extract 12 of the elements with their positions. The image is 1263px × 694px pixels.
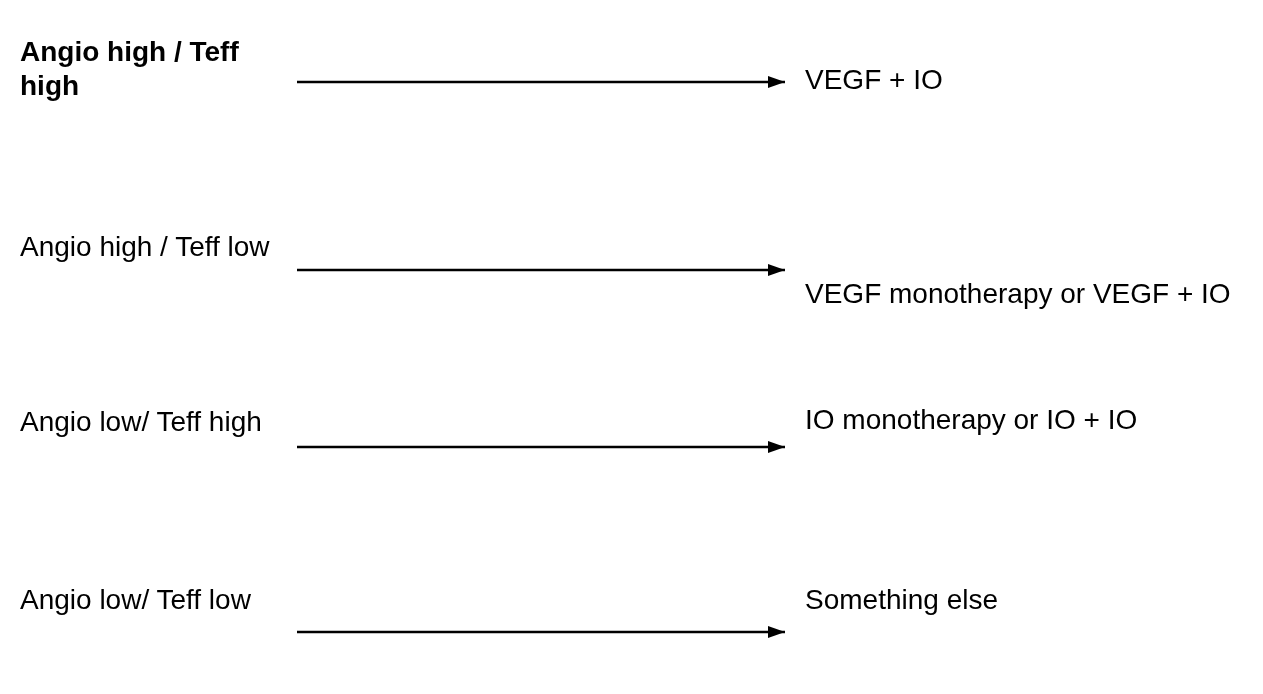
therapy-label: VEGF + IO [805, 63, 944, 97]
therapy-label: VEGF monotherapy or VEGF + IO [805, 277, 1232, 311]
arrow [297, 75, 785, 89]
group-label: Angio low/ Teff low [20, 583, 252, 617]
therapy-label: IO monotherapy or IO + IO [805, 403, 1139, 437]
group-label: Angio high / Teff high [20, 35, 240, 103]
arrow [297, 625, 785, 639]
group-label: Angio low/ Teff high [20, 405, 263, 439]
group-label: Angio high / Teff low [20, 230, 271, 264]
arrow [297, 263, 785, 277]
arrow [297, 440, 785, 454]
therapy-label: Something else [805, 583, 999, 617]
